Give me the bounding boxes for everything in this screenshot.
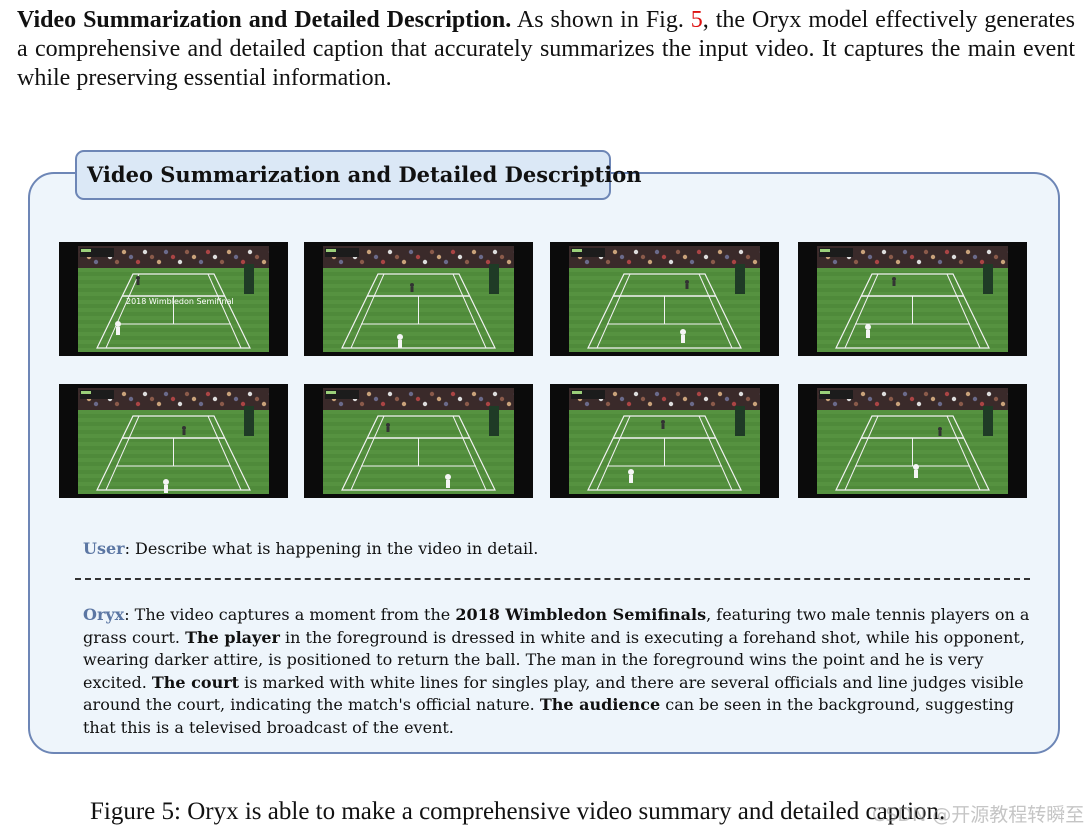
oryx-text-4: is marked with white lines for singles p…	[83, 672, 1024, 715]
oryx-bold-4: The audience	[539, 695, 661, 715]
video-frame	[798, 242, 1027, 356]
tennis-court-image	[569, 246, 760, 352]
tennis-court-image	[569, 388, 760, 494]
tennis-court-image	[817, 388, 1008, 494]
intro-paragraph: Video Summarization and Detailed Descrip…	[17, 6, 1075, 93]
oryx-bold-2: The player	[185, 627, 280, 647]
oryx-text-2: , featuring two male tennis players on a…	[83, 605, 1030, 647]
video-frame	[304, 384, 533, 498]
oryx-text-5: can be seen in the background, suggestin…	[83, 695, 1015, 737]
intro-text-b: , the Oryx model effectively generates a…	[17, 7, 1076, 91]
intro-heading: Video Summarization and Detailed Descrip…	[17, 7, 512, 33]
panel-title: Video Summarization and Detailed Descrip…	[75, 150, 642, 200]
tennis-court-image	[323, 246, 514, 352]
watermark: CSDN @开源教程转瞬至	[872, 804, 1085, 826]
tennis-court-image	[323, 388, 514, 494]
video-frame	[798, 384, 1027, 498]
video-frame	[550, 242, 779, 356]
intro-text-a: As shown in Fig.	[511, 7, 691, 33]
video-frame: 2018 Wimbledon Semifinal	[59, 242, 288, 356]
oryx-text-3: in the foreground is dressed in white an…	[83, 627, 1025, 692]
tennis-court-image	[78, 388, 269, 494]
dashed-divider	[75, 578, 1030, 580]
user-speaker-label: User	[83, 539, 125, 558]
tennis-court-image	[817, 246, 1008, 352]
oryx-bold-3: The court	[151, 672, 240, 692]
oryx-bold-1: 2018 Wimbledon Semifinals	[455, 605, 707, 624]
video-overlay-text: 2018 Wimbledon Semifinal	[126, 297, 234, 306]
video-frame	[550, 384, 779, 498]
tennis-court-image: 2018 Wimbledon Semifinal	[78, 246, 269, 352]
video-frame	[59, 384, 288, 498]
figure-reference-link[interactable]: 5	[690, 7, 703, 33]
oryx-response: Oryx: The video captures a moment from t…	[83, 604, 1033, 740]
video-frame	[304, 242, 533, 356]
oryx-text-1: : The video captures a moment from the	[124, 605, 456, 624]
user-prompt: User: Describe what is happening in the …	[83, 538, 538, 561]
user-prompt-text: : Describe what is happening in the vide…	[124, 539, 539, 558]
figure-caption: Figure 5: Oryx is able to make a compreh…	[90, 798, 946, 825]
oryx-speaker-label: Oryx	[83, 605, 125, 624]
